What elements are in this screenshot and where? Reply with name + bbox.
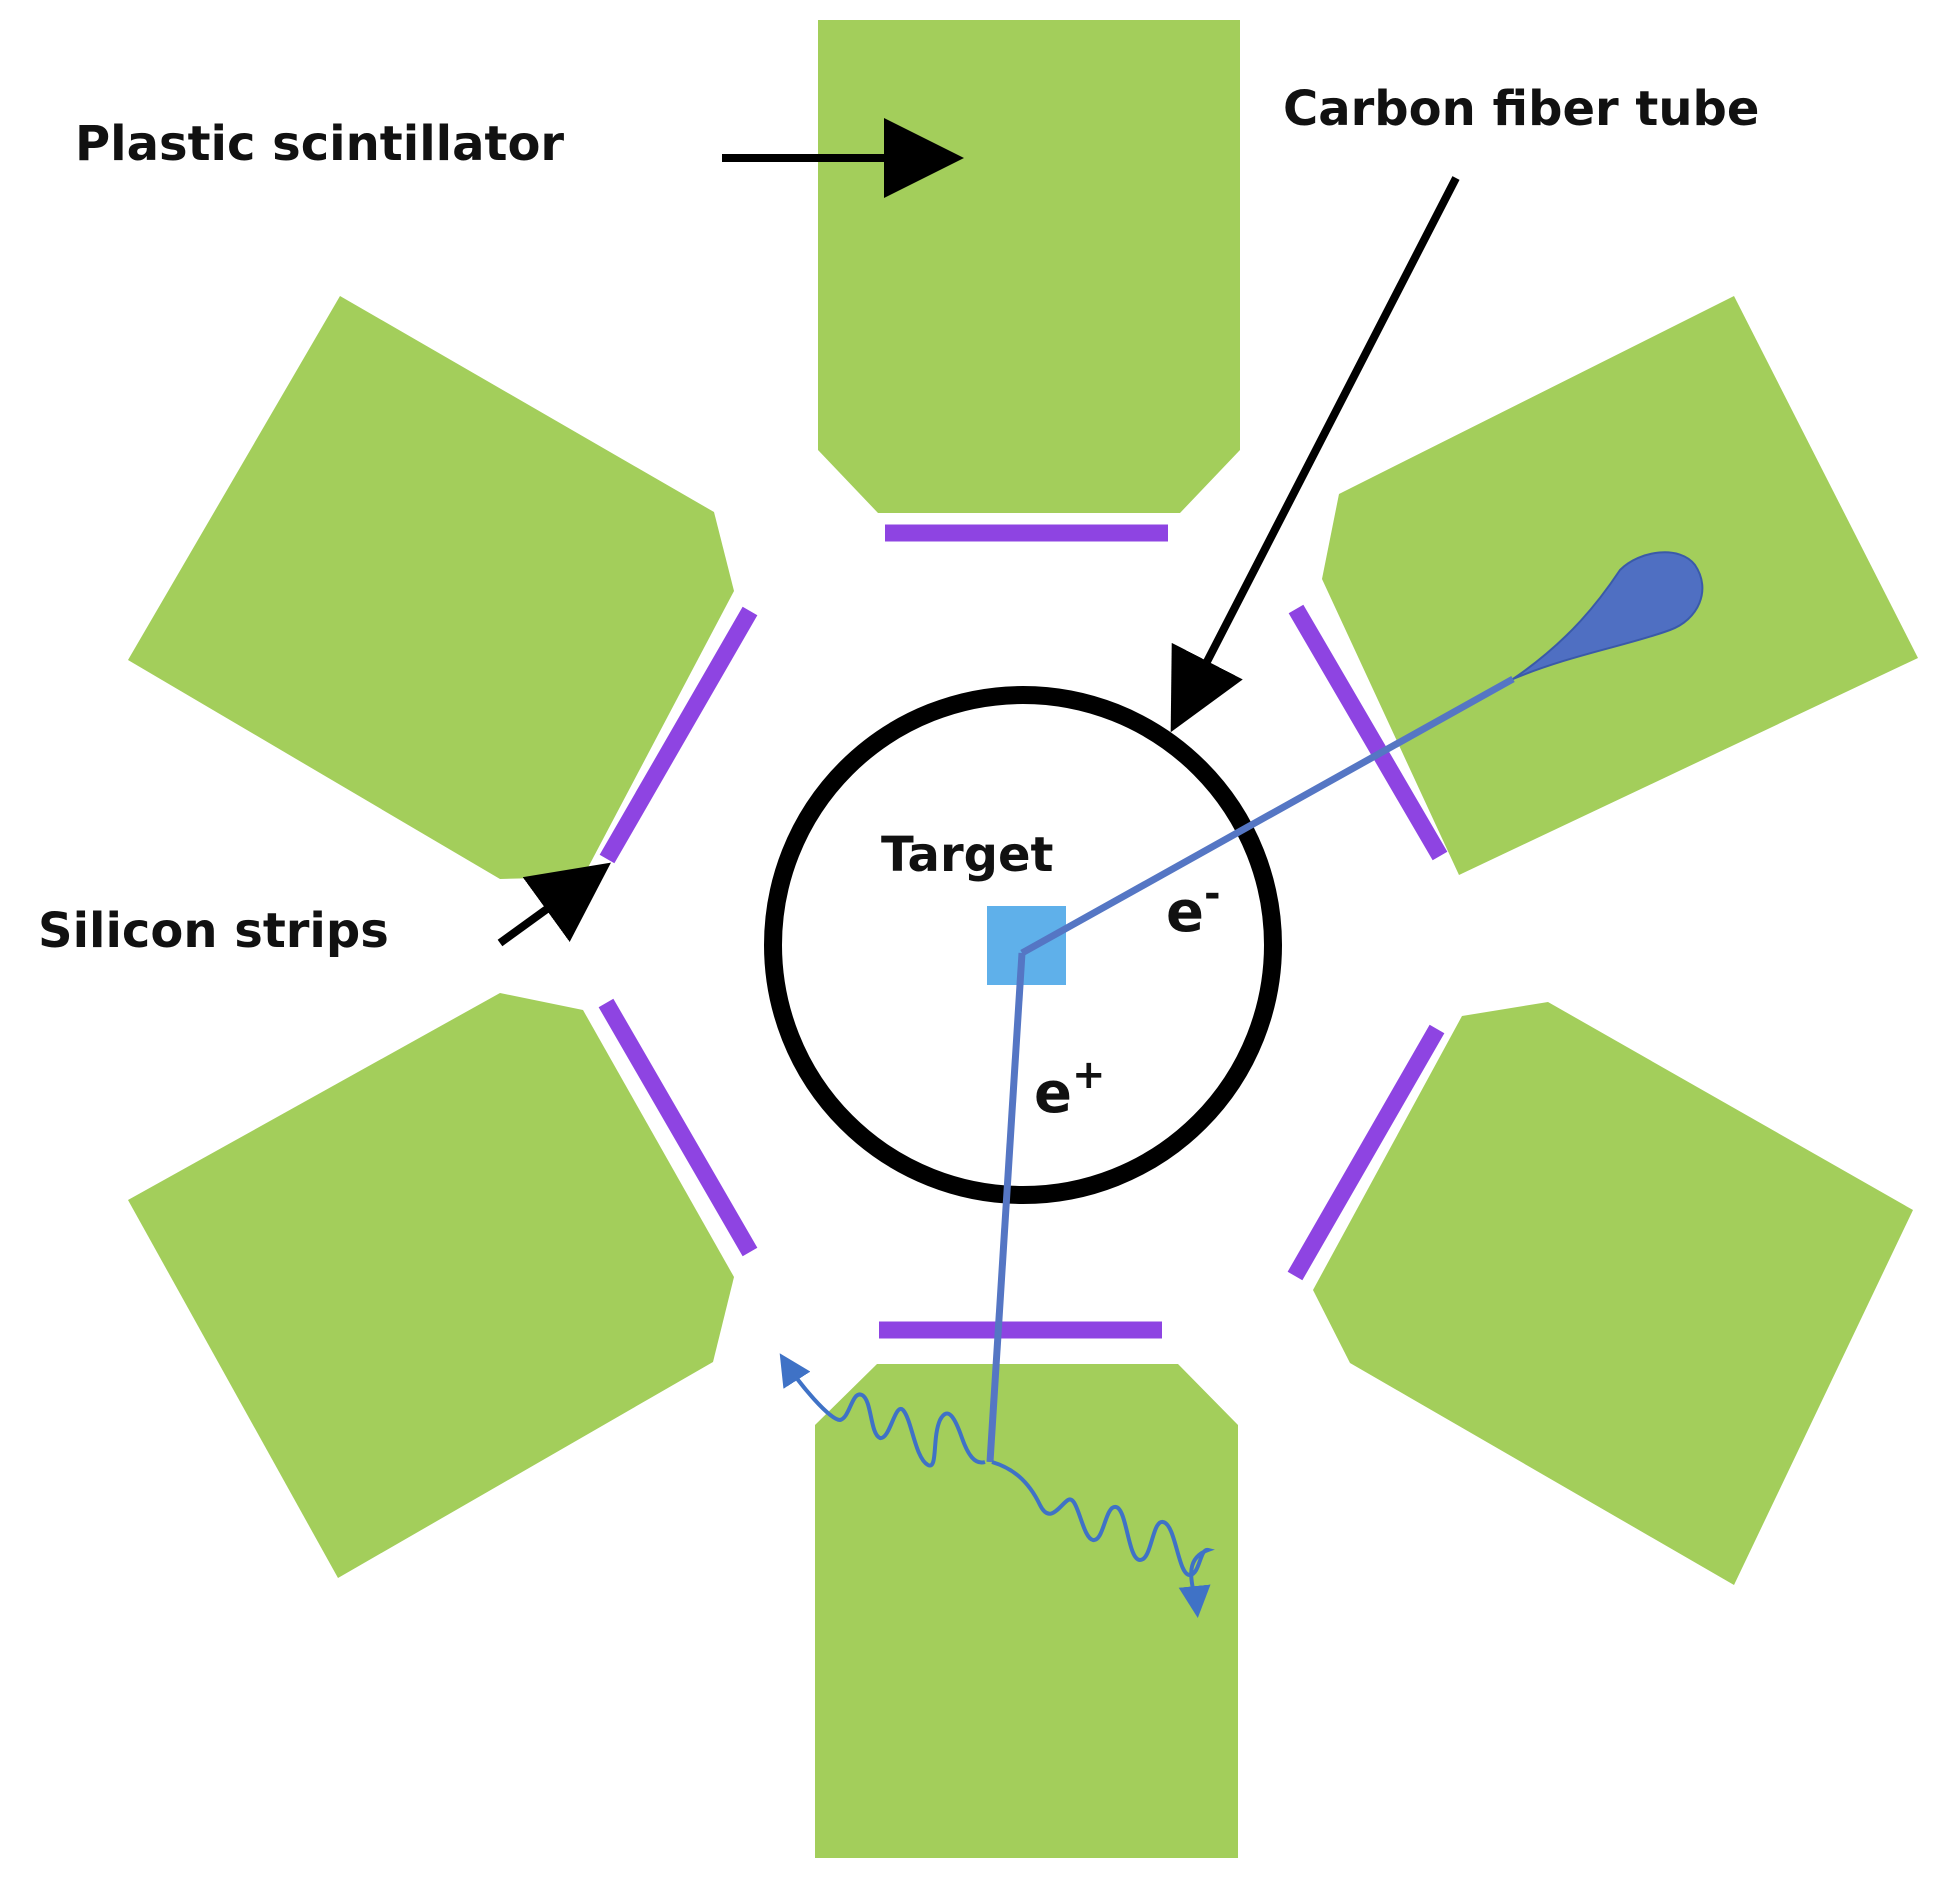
plastic-scintillator-label: Plastic scintillator: [75, 116, 564, 172]
silicon-strip-group: [598, 524, 1448, 1339]
carbon-fiber-tube: [764, 686, 1282, 1204]
positron-label: e+: [1034, 1052, 1106, 1126]
silicon-strip-upper-right: [1288, 604, 1448, 861]
target-square: [987, 906, 1066, 985]
scintillator-lower-right: [1313, 1002, 1913, 1585]
positron-label-base: e: [1034, 1061, 1072, 1126]
positron-track: [986, 952, 1026, 1463]
target-label: Target: [881, 827, 1053, 883]
scintillator-blocks: [128, 20, 1918, 1858]
electron-shower: [1512, 551, 1704, 680]
photon-upper-left: [779, 1353, 986, 1468]
scintillator-lower-left: [128, 993, 734, 1578]
photon-lower-right: [991, 1460, 1215, 1618]
scintillator-top: [818, 20, 1240, 513]
carbon-fiber-tube-arrow: [1170, 176, 1460, 733]
silicon-strips-label: Silicon strips: [38, 903, 389, 959]
electron-track: [1020, 675, 1515, 957]
silicon-strip-lower-right: [1287, 1024, 1445, 1281]
electron-label-base: e: [1166, 880, 1204, 945]
silicon-strips-arrow: [497, 862, 611, 947]
electron-label-sign: -: [1204, 871, 1221, 917]
electron-label: e-: [1166, 871, 1221, 945]
silicon-strip-lower-left: [598, 998, 758, 1257]
scintillator-upper-left: [128, 296, 734, 879]
carbon-fiber-tube-label: Carbon fiber tube: [1283, 81, 1759, 137]
positron-label-sign: +: [1072, 1052, 1106, 1098]
silicon-strip-upper-left: [599, 606, 758, 864]
scintillator-bottom: [815, 1364, 1238, 1858]
